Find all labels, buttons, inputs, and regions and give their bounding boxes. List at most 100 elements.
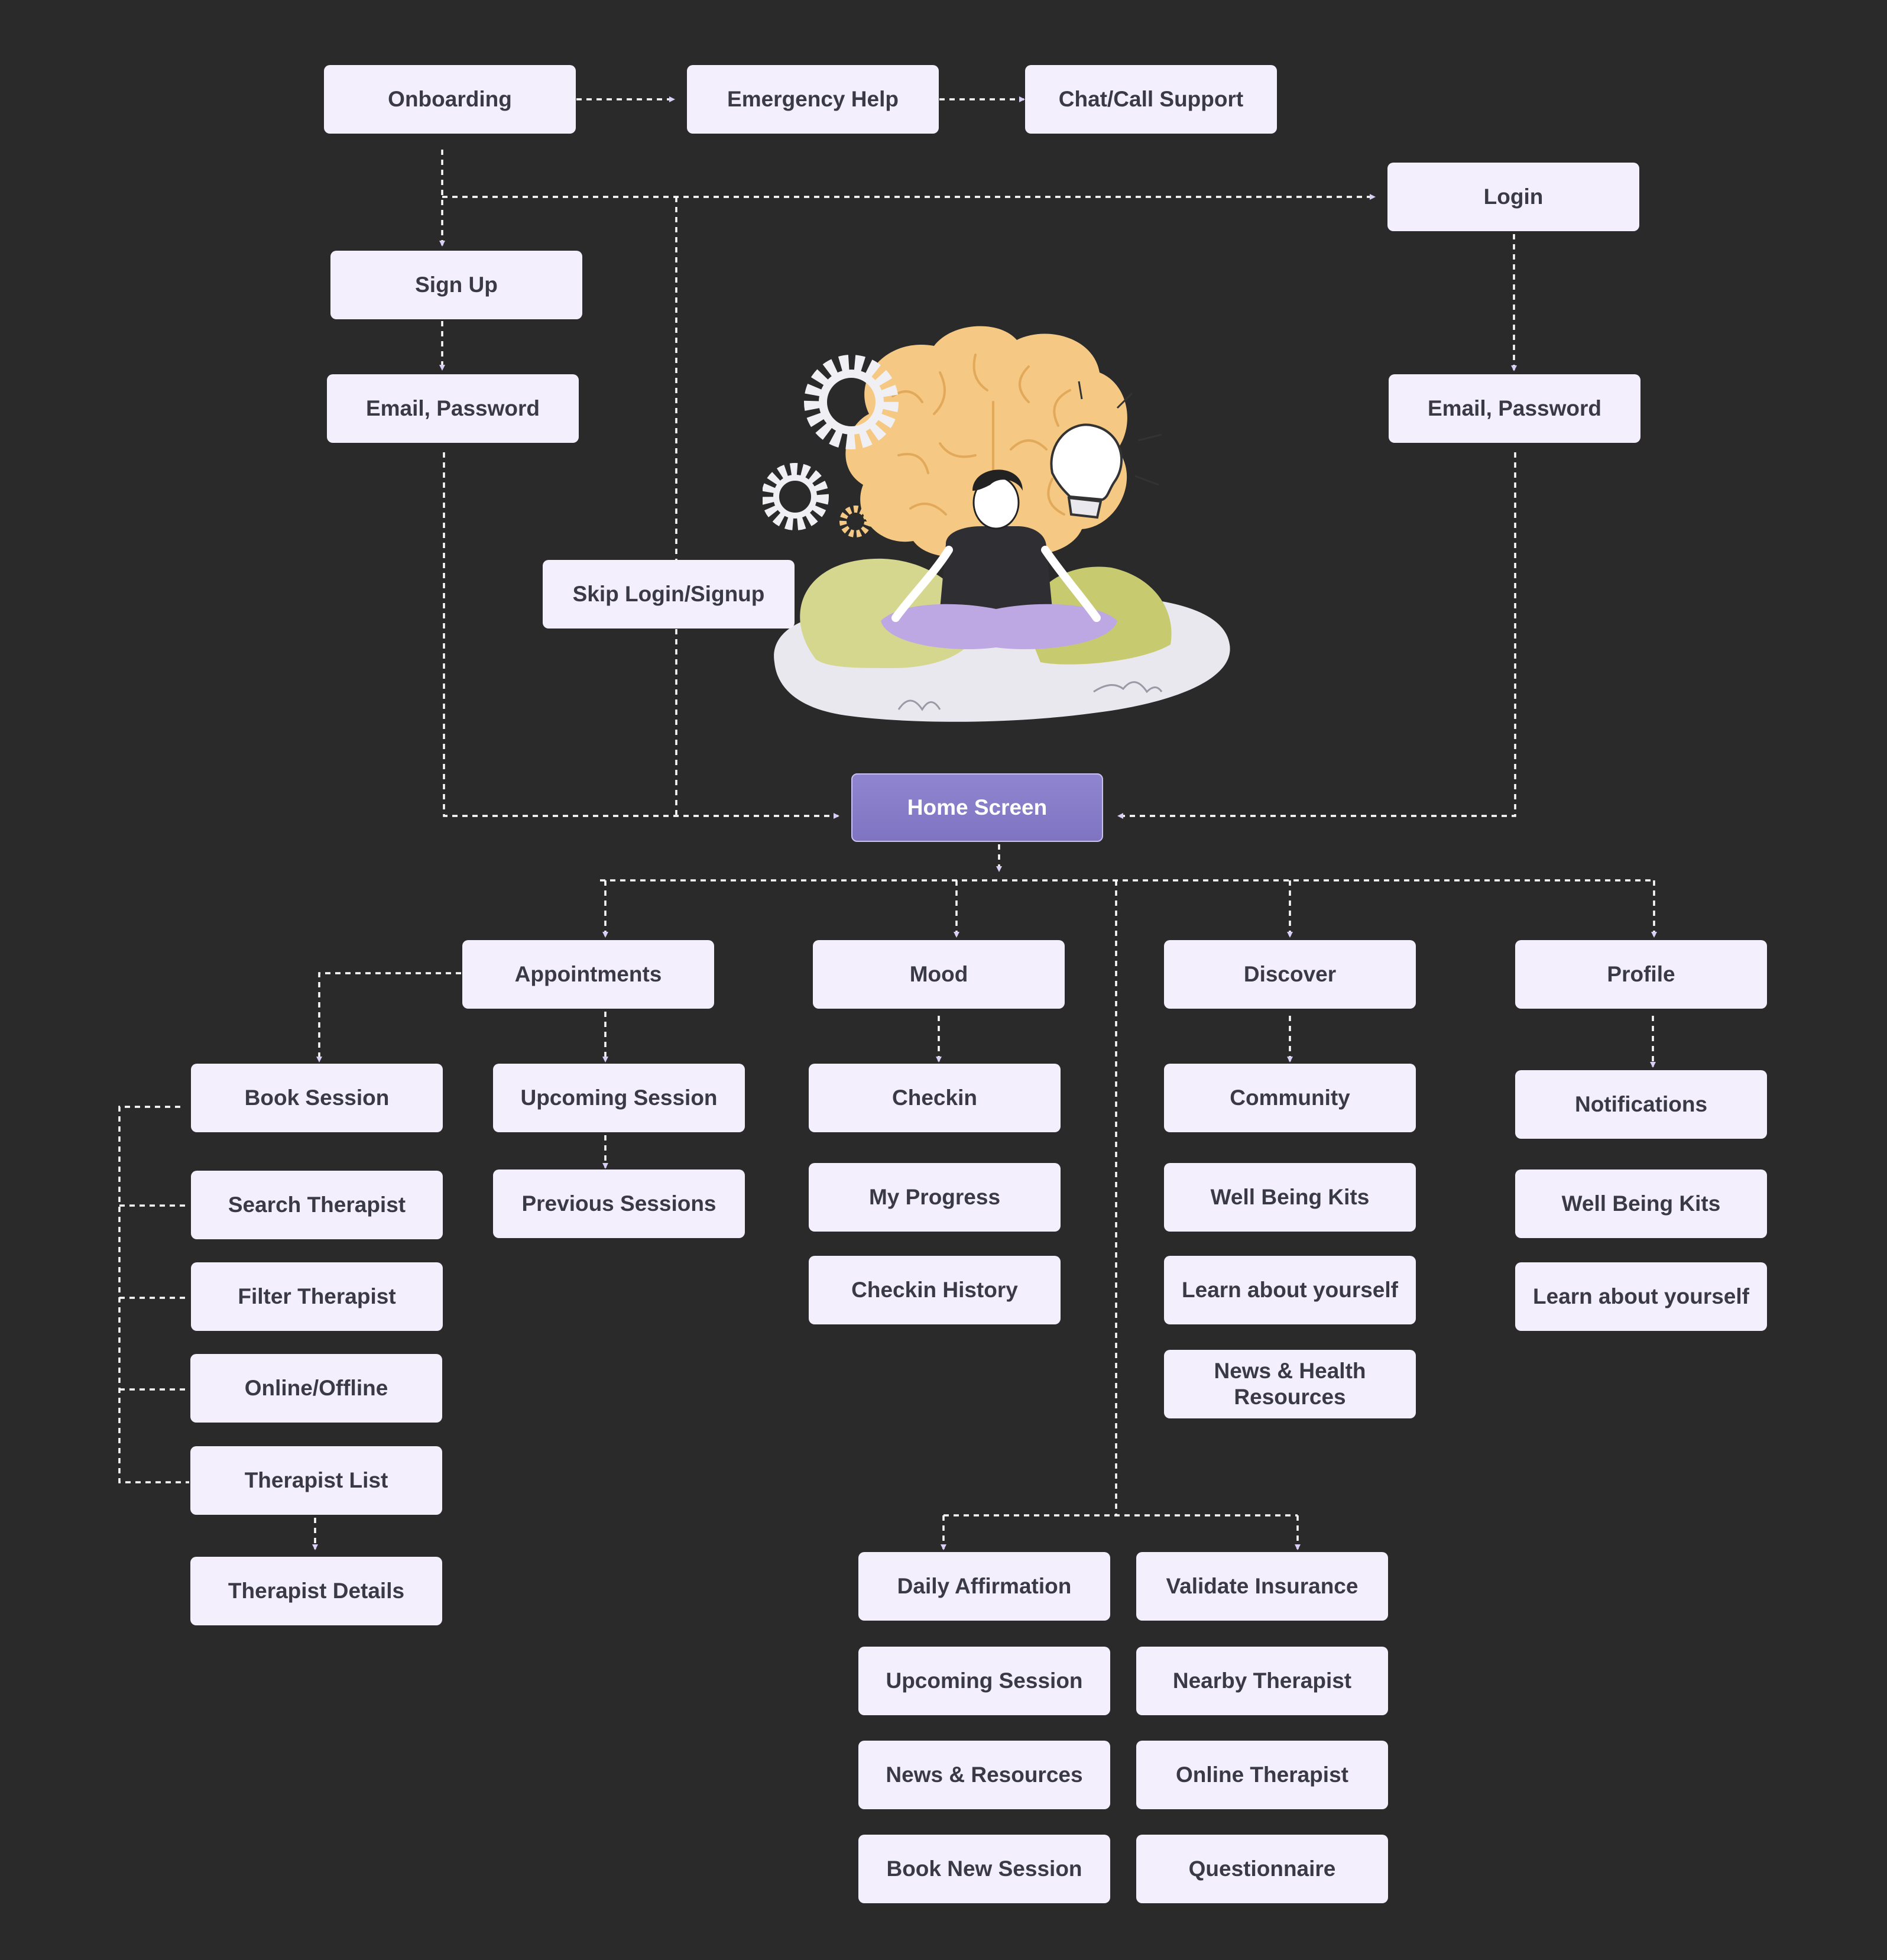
node-online-offline[interactable]: Online/Offline bbox=[190, 1354, 442, 1423]
node-checkin[interactable]: Checkin bbox=[809, 1064, 1061, 1132]
node-upcoming-session-home[interactable]: Upcoming Session bbox=[858, 1647, 1110, 1715]
node-onboarding[interactable]: Onboarding bbox=[324, 65, 576, 134]
gear-tiny-icon bbox=[839, 506, 871, 537]
node-mood[interactable]: Mood bbox=[813, 940, 1065, 1009]
node-search-therapist[interactable]: Search Therapist bbox=[191, 1171, 443, 1239]
node-discover[interactable]: Discover bbox=[1164, 940, 1416, 1009]
node-upcoming-session[interactable]: Upcoming Session bbox=[493, 1064, 745, 1132]
node-profile[interactable]: Profile bbox=[1515, 940, 1767, 1009]
node-chat-call-support[interactable]: Chat/Call Support bbox=[1025, 65, 1277, 134]
node-my-progress[interactable]: My Progress bbox=[809, 1163, 1061, 1232]
node-label-line1: News & Health bbox=[1214, 1359, 1366, 1383]
lightbulb-rays bbox=[1078, 381, 1162, 486]
node-questionnaire[interactable]: Questionnaire bbox=[1136, 1835, 1388, 1903]
node-news-resources[interactable]: News & Resources bbox=[858, 1741, 1110, 1809]
brain-shape bbox=[845, 326, 1127, 558]
node-label: Email, Password bbox=[1427, 396, 1602, 420]
node-label: Discover bbox=[1243, 962, 1337, 986]
node-home-screen[interactable]: Home Screen bbox=[851, 773, 1103, 842]
node-well-being-kits-discover[interactable]: Well Being Kits bbox=[1164, 1163, 1416, 1232]
node-therapist-details[interactable]: Therapist Details bbox=[190, 1557, 442, 1625]
node-label: Therapist List bbox=[244, 1468, 388, 1492]
node-skip-login-signup[interactable]: Skip Login/Signup bbox=[543, 560, 795, 629]
meditation-illustration bbox=[763, 326, 1230, 722]
node-label: Skip Login/Signup bbox=[572, 582, 765, 606]
node-label: Well Being Kits bbox=[1561, 1191, 1721, 1216]
lightbulb-icon bbox=[1050, 423, 1123, 501]
node-therapist-list[interactable]: Therapist List bbox=[190, 1446, 442, 1515]
node-label: Book New Session bbox=[886, 1857, 1082, 1881]
node-label: News & Resources bbox=[886, 1763, 1083, 1787]
node-community[interactable]: Community bbox=[1164, 1064, 1416, 1132]
node-emergency-help[interactable]: Emergency Help bbox=[687, 65, 939, 134]
connector-email-home-left bbox=[443, 452, 839, 819]
node-label: Learn about yourself bbox=[1533, 1284, 1749, 1308]
node-label: Upcoming Session bbox=[886, 1669, 1083, 1693]
gear-large-icon bbox=[804, 355, 899, 449]
node-label: Login bbox=[1483, 184, 1544, 209]
ground-grass-right bbox=[1093, 681, 1163, 694]
node-label: Online/Offline bbox=[244, 1376, 388, 1400]
node-login[interactable]: Login bbox=[1387, 163, 1639, 231]
node-learn-about-yourself-discover[interactable]: Learn about yourself bbox=[1164, 1256, 1416, 1324]
node-label: Sign Up bbox=[415, 273, 498, 297]
node-label: Checkin History bbox=[851, 1278, 1018, 1302]
ground-grass-left bbox=[897, 699, 941, 711]
node-label: Mood bbox=[909, 962, 968, 986]
node-label: Well Being Kits bbox=[1210, 1185, 1370, 1209]
person-arm-right bbox=[1041, 546, 1101, 622]
node-label: Online Therapist bbox=[1176, 1763, 1348, 1787]
node-validate-insurance[interactable]: Validate Insurance bbox=[1136, 1552, 1388, 1621]
node-label: Email, Password bbox=[365, 396, 540, 420]
node-label: Upcoming Session bbox=[520, 1086, 718, 1110]
node-learn-about-yourself-profile[interactable]: Learn about yourself bbox=[1515, 1262, 1767, 1331]
node-notifications[interactable]: Notifications bbox=[1515, 1070, 1767, 1139]
node-label: Filter Therapist bbox=[238, 1284, 396, 1308]
node-label: Profile bbox=[1607, 962, 1675, 986]
node-appointments[interactable]: Appointments bbox=[462, 940, 714, 1009]
gear-small-icon bbox=[763, 463, 829, 530]
node-label: Validate Insurance bbox=[1166, 1574, 1358, 1598]
node-label: Chat/Call Support bbox=[1058, 87, 1244, 111]
node-label: Home Screen bbox=[907, 795, 1048, 819]
node-nearby-therapist[interactable]: Nearby Therapist bbox=[1136, 1647, 1388, 1715]
person-hair bbox=[972, 469, 1023, 491]
node-label: Learn about yourself bbox=[1182, 1278, 1398, 1302]
node-sign-up[interactable]: Sign Up bbox=[330, 251, 582, 319]
node-label: My Progress bbox=[868, 1185, 1001, 1209]
person-arm-left bbox=[891, 546, 953, 622]
node-label: Previous Sessions bbox=[521, 1191, 716, 1216]
node-book-session[interactable]: Book Session bbox=[191, 1064, 443, 1132]
node-checkin-history[interactable]: Checkin History bbox=[809, 1256, 1061, 1324]
node-email-password-login[interactable]: Email, Password bbox=[1389, 374, 1640, 443]
connector-appointments-book bbox=[316, 972, 461, 1062]
connector-email-home-right bbox=[1117, 452, 1516, 819]
node-label: Nearby Therapist bbox=[1172, 1669, 1352, 1693]
node-label: Therapist Details bbox=[228, 1579, 405, 1603]
node-well-being-kits-profile[interactable]: Well Being Kits bbox=[1515, 1169, 1767, 1238]
person-legs bbox=[881, 604, 1117, 649]
lightbulb-base bbox=[1067, 496, 1103, 519]
node-label-line2: Resources bbox=[1234, 1385, 1346, 1409]
node-filter-therapist[interactable]: Filter Therapist bbox=[191, 1262, 443, 1331]
node-email-password-signup[interactable]: Email, Password bbox=[327, 374, 579, 443]
node-previous-sessions[interactable]: Previous Sessions bbox=[493, 1169, 745, 1238]
node-label: Onboarding bbox=[388, 87, 512, 111]
person-body bbox=[940, 526, 1052, 609]
node-label: Appointments bbox=[514, 962, 662, 986]
node-label: Community bbox=[1230, 1086, 1350, 1110]
node-book-new-session[interactable]: Book New Session bbox=[858, 1835, 1110, 1903]
node-label: Emergency Help bbox=[727, 87, 899, 111]
node-label: Search Therapist bbox=[228, 1193, 406, 1217]
node-online-therapist[interactable]: Online Therapist bbox=[1136, 1741, 1388, 1809]
brain-folds bbox=[891, 354, 1071, 516]
node-label: Book Session bbox=[244, 1086, 390, 1110]
gear-small-core bbox=[773, 475, 817, 519]
node-label: Daily Affirmation bbox=[897, 1574, 1072, 1598]
node-daily-affirmation[interactable]: Daily Affirmation bbox=[858, 1552, 1110, 1621]
connector-book-tree bbox=[118, 1106, 189, 1483]
node-news-health-resources[interactable]: News & Health Resources bbox=[1164, 1350, 1416, 1418]
node-label: Notifications bbox=[1574, 1092, 1708, 1116]
